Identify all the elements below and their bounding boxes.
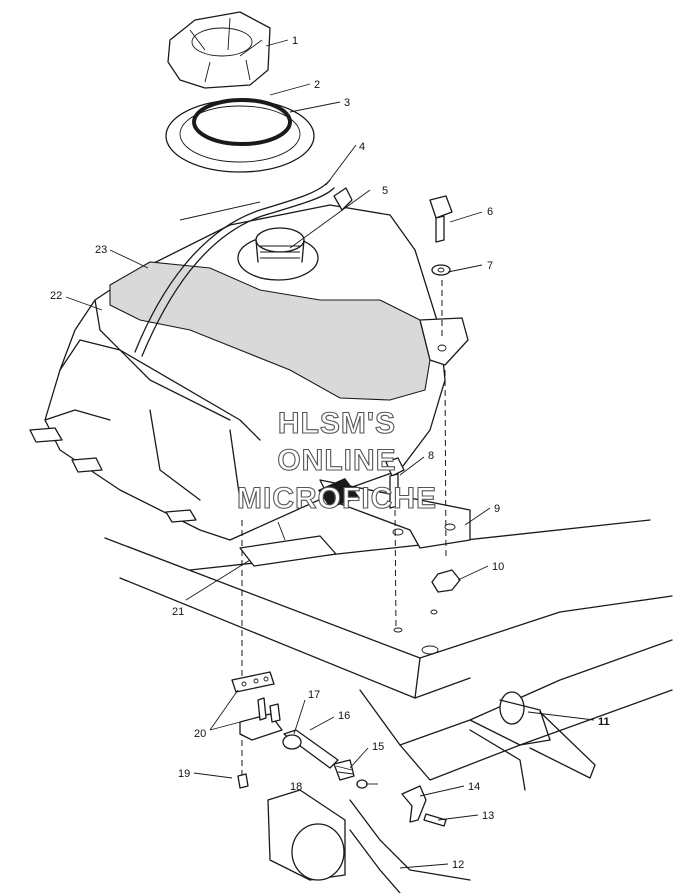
watermark-line-2: ONLINE <box>277 444 396 477</box>
callout-20: 20 <box>194 728 206 740</box>
heat-shield-21 <box>239 535 337 567</box>
washer-18 <box>356 779 368 789</box>
watermark-line-1: HLSM'S <box>278 407 396 440</box>
callout-22: 22 <box>50 290 62 302</box>
fuel-tank <box>29 179 469 541</box>
callout-14: 14 <box>468 781 480 793</box>
fuel-cap-1 <box>167 11 271 89</box>
alignment-lines <box>241 280 447 775</box>
spring-15 <box>333 759 355 781</box>
callout-19: 19 <box>178 768 190 780</box>
bolt-6-washer-7 <box>429 195 453 276</box>
bolt-8 <box>385 457 405 477</box>
screw-19 <box>237 773 249 789</box>
leader-lines <box>65 39 595 869</box>
cap-gasket-2 <box>192 98 292 146</box>
frame-tube-end-11 <box>499 691 525 725</box>
nut-10 <box>431 569 461 593</box>
callout-8: 8 <box>428 450 434 462</box>
frame-drawing <box>104 519 673 893</box>
handle-end-12 <box>291 823 345 881</box>
vent-hose-4 <box>134 179 331 353</box>
callout-16: 16 <box>338 710 350 722</box>
tank-mounting-tab <box>419 317 469 366</box>
callout-21: 21 <box>172 606 184 618</box>
callout-13: 13 <box>482 810 494 822</box>
cap-plate-3 <box>165 99 315 173</box>
callout-12: 12 <box>452 859 464 871</box>
bracket-pad <box>318 478 360 508</box>
valve-plate-20 <box>231 671 275 693</box>
callout-6: 6 <box>487 206 493 218</box>
vent-fitting-5 <box>333 187 353 211</box>
valve-knob-17 <box>282 734 302 750</box>
foam-pad-23 <box>109 261 431 401</box>
watermark-line-3: MICROFICHE <box>237 482 437 515</box>
tank-foot-left <box>29 427 63 443</box>
filler-neck <box>255 227 305 253</box>
lever-14 <box>401 785 427 823</box>
callout-17: 17 <box>308 689 320 701</box>
callout-15: 15 <box>372 741 384 753</box>
callout-23: 23 <box>95 244 107 256</box>
callout-3: 3 <box>344 97 350 109</box>
watermark: HLSM'S ONLINE MICROFICHE <box>236 406 437 515</box>
fuel-valve-assembly <box>231 671 447 881</box>
callout-7: 7 <box>487 260 493 272</box>
screw-13 <box>423 813 447 827</box>
callout-4: 4 <box>359 141 365 153</box>
callout-9: 9 <box>494 503 500 515</box>
callout-18: 18 <box>290 781 302 793</box>
fuel-cap-assembly <box>165 11 315 173</box>
callout-10: 10 <box>492 561 504 573</box>
callout-1: 1 <box>292 35 298 47</box>
callout-labels: 1 2 3 4 5 6 7 8 9 10 11 12 13 14 15 16 1… <box>50 35 610 871</box>
callout-11: 11 <box>598 716 610 728</box>
callout-2: 2 <box>314 79 320 91</box>
callout-5: 5 <box>382 185 388 197</box>
